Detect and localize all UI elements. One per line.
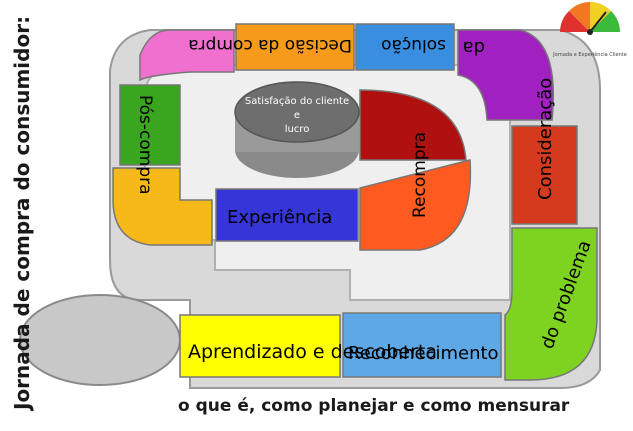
- step-reconhecimento-tile: [342, 312, 502, 378]
- step-pos-compra-label: Pós-compra: [135, 95, 155, 195]
- step-experiencia-label: Experiência: [227, 207, 332, 228]
- start-platform: [19, 294, 181, 386]
- page-subtitle: o que é, como planejar e como mensurar: [178, 396, 570, 416]
- step-pos-compra-tile: [119, 84, 181, 166]
- center-label-line2: e: [294, 110, 300, 121]
- step-aprendizado-label: Aprendizado e descoberta: [188, 341, 437, 363]
- center-cylinder-top: [234, 81, 360, 143]
- step-decisao-tile: [235, 23, 355, 71]
- page-title: Jornada de compra do consumidor:: [10, 15, 34, 410]
- step-decisao-label: Decisão da compra: [188, 35, 352, 55]
- step-recompra-label: Recompra: [410, 132, 430, 218]
- step-recompra-tile: [359, 159, 472, 251]
- step-solucao-label: solução: [381, 35, 446, 55]
- center-label-line1: Satisfação do cliente: [245, 96, 349, 107]
- step-reconhecimento-label: Reconhecimento: [348, 343, 499, 364]
- step-decisao-corner-tile: [139, 29, 235, 82]
- step-solucao-tile: [355, 23, 455, 71]
- step-consideracao-label: Consideração: [535, 78, 556, 200]
- step-recompra-top-tile: [359, 89, 467, 161]
- center-label-line3: lucro: [285, 124, 310, 135]
- logo-caption: Jornada e Experiência Cliente: [553, 52, 627, 58]
- logo-gauge-icon: [560, 2, 620, 35]
- step-pos-compra-corner-tile: [112, 167, 213, 246]
- step-experiencia-tile: [215, 188, 359, 242]
- step-problema-tile: [504, 227, 598, 381]
- step-consideracao-tile: [511, 125, 578, 225]
- step-consideracao-da-label: da: [463, 37, 485, 58]
- step-consideracao-da-tile: [457, 29, 555, 121]
- step-aprendizado-tile: [179, 314, 341, 378]
